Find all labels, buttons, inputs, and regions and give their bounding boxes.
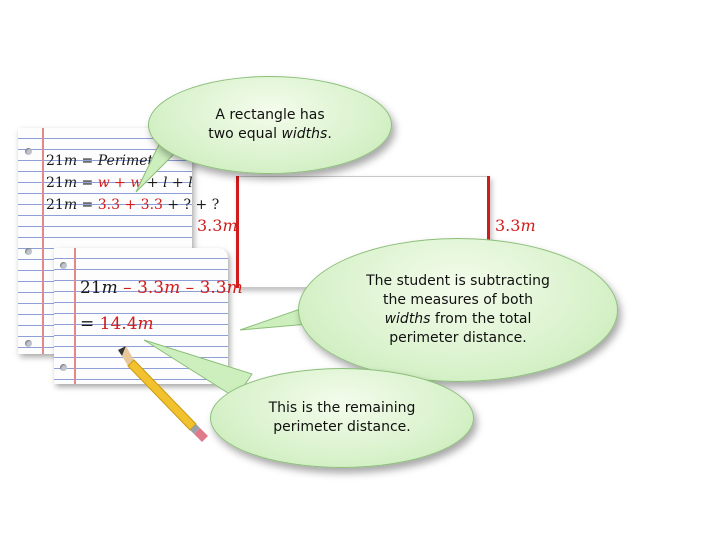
bottom-bubble-line2: perimeter distance. (273, 419, 411, 435)
equation-sides: 21m = w + w + l + l (46, 175, 193, 191)
rectangle-left-width (236, 176, 239, 288)
right-speech-bubble: The student is subtracting the measures … (298, 238, 618, 382)
right-width-label: 3.3m (495, 216, 536, 235)
paper-hole (60, 364, 67, 371)
right-bubble-line3: widths from the total (384, 311, 532, 327)
right-bubble-line1: The student is subtracting (366, 273, 550, 289)
front-notebook-paper: 21m – 3.3m – 3.3m = 14.4m (54, 248, 243, 384)
top-bubble-line2: two equal widths. (208, 126, 332, 142)
pencil-icon (118, 346, 208, 442)
paper-margin-line (74, 248, 76, 384)
equation-values: 21m = 3.3 + 3.3 + ? + ? (46, 197, 220, 213)
paper-hole (25, 248, 32, 255)
paper-hole (25, 340, 32, 347)
bottom-speech-bubble: This is the remaining perimeter distance… (210, 368, 474, 468)
top-speech-bubble: A rectangle has two equal widths. (148, 76, 392, 174)
paper-margin-line (42, 128, 44, 354)
right-bubble-line4: perimeter distance. (389, 330, 527, 346)
paper-hole (25, 148, 32, 155)
bottom-bubble-line1: This is the remaining (268, 400, 416, 416)
left-width-label: 3.3m (197, 216, 238, 235)
top-bubble-line1: A rectangle has (215, 107, 325, 123)
remaining-result: = 14.4m (80, 314, 154, 334)
right-bubble-line2: the measures of both (383, 292, 533, 308)
rectangle-right-width (487, 176, 490, 288)
paper-hole (60, 262, 67, 269)
subtraction-expression: 21m – 3.3m – 3.3m (80, 278, 243, 298)
